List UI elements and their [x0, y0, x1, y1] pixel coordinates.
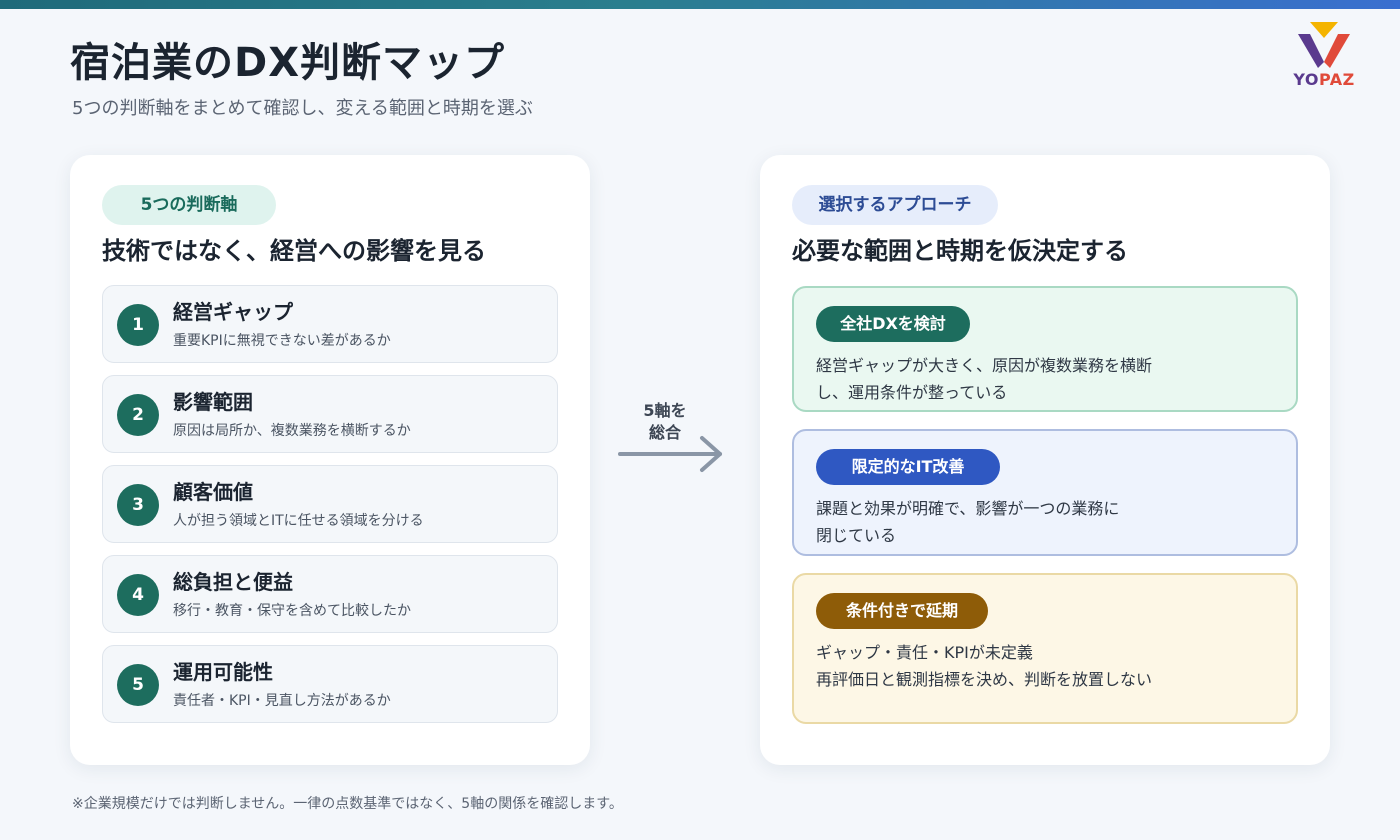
approach-limited-it: 限定的なIT改善 課題と効果が明確で、影響が一つの業務に 閉じている: [792, 429, 1298, 556]
approach-heading: 必要な範囲と時期を仮決定する: [792, 237, 1128, 265]
axis-number-badge: 3: [117, 484, 159, 526]
yopaz-logo: YOPAZ: [1284, 18, 1364, 93]
approach-description-line: 再評価日と観測指標を決め、判断を放置しない: [816, 670, 1153, 689]
approach-description-line: 課題と効果が明確で、影響が一つの業務に: [816, 499, 1120, 518]
approach-label: 限定的なIT改善: [816, 449, 1000, 485]
approach-label: 全社DXを検討: [816, 306, 970, 342]
axis-title: 運用可能性: [173, 660, 273, 684]
judgment-axes-card: 5つの判断軸 技術ではなく、経営への影響を見る 1 経営ギャップ 重要KPIに無…: [70, 155, 590, 765]
axis-item: 1 経営ギャップ 重要KPIに無視できない差があるか: [102, 285, 558, 363]
footnote: ※企業規模だけでは判断しません。一律の点数基準ではなく、5軸の関係を確認します。: [72, 796, 623, 812]
approach-description-line: ギャップ・責任・KPIが未定義: [816, 643, 1033, 662]
approach-conditional-postpone: 条件付きで延期 ギャップ・責任・KPIが未定義 再評価日と観測指標を決め、判断を…: [792, 573, 1298, 724]
axis-item: 3 顧客価値 人が担う領域とITに任せる領域を分ける: [102, 465, 558, 543]
axis-item: 4 総負担と便益 移行・教育・保守を含めて比較したか: [102, 555, 558, 633]
connector-label-line2: 総合: [648, 423, 681, 442]
approach-card: 選択するアプローチ 必要な範囲と時期を仮決定する 全社DXを検討 経営ギャップが…: [760, 155, 1330, 765]
axis-number-badge: 2: [117, 394, 159, 436]
axis-title: 経営ギャップ: [173, 300, 293, 324]
approach-description: ギャップ・責任・KPIが未定義 再評価日と観測指標を決め、判断を放置しない: [816, 639, 1276, 693]
axis-number-badge: 4: [117, 574, 159, 616]
connector-label: 5軸を 総合: [625, 400, 705, 444]
axis-number-badge: 1: [117, 304, 159, 346]
approach-description-line: 経営ギャップが大きく、原因が複数業務を横断: [816, 356, 1153, 375]
approach-label: 条件付きで延期: [816, 593, 988, 629]
page-subtitle: 5つの判断軸をまとめて確認し、変える範囲と時期を選ぶ: [72, 98, 533, 119]
logo-text-paz: PAZ: [1318, 70, 1355, 89]
axis-description: 原因は局所か、複数業務を横断するか: [173, 423, 411, 439]
axis-number-badge: 5: [117, 664, 159, 706]
approach-description-line: し、運用条件が整っている: [816, 383, 1008, 402]
axes-tag: 5つの判断軸: [102, 185, 276, 225]
approach-company-wide-dx: 全社DXを検討 経営ギャップが大きく、原因が複数業務を横断 し、運用条件が整って…: [792, 286, 1298, 412]
axis-description: 重要KPIに無視できない差があるか: [173, 333, 391, 349]
page-title: 宿泊業のDX判断マップ: [70, 40, 506, 86]
axis-description: 責任者・KPI・見直し方法があるか: [173, 693, 391, 709]
approach-tag: 選択するアプローチ: [792, 185, 998, 225]
top-accent-bar: [0, 0, 1400, 9]
axis-title: 影響範囲: [173, 390, 253, 414]
axis-item: 2 影響範囲 原因は局所か、複数業務を横断するか: [102, 375, 558, 453]
yopaz-logo-mark-icon: [1298, 22, 1350, 68]
axis-title: 総負担と便益: [173, 570, 293, 594]
approach-description-line: 閉じている: [816, 526, 897, 545]
axis-title: 顧客価値: [173, 480, 253, 504]
axis-description: 移行・教育・保守を含めて比較したか: [173, 603, 411, 619]
axes-heading: 技術ではなく、経営への影響を見る: [102, 237, 486, 265]
approach-description: 経営ギャップが大きく、原因が複数業務を横断 し、運用条件が整っている: [816, 352, 1226, 406]
arrow-right-icon: [618, 436, 722, 472]
axis-item: 5 運用可能性 責任者・KPI・見直し方法があるか: [102, 645, 558, 723]
logo-text-yo: YO: [1293, 70, 1319, 89]
approach-description: 課題と効果が明確で、影響が一つの業務に 閉じている: [816, 495, 1226, 549]
connector-label-line1: 5軸を: [643, 401, 687, 420]
logo-wordmark: YOPAZ: [1284, 70, 1364, 89]
axis-description: 人が担う領域とITに任せる領域を分ける: [173, 513, 424, 529]
